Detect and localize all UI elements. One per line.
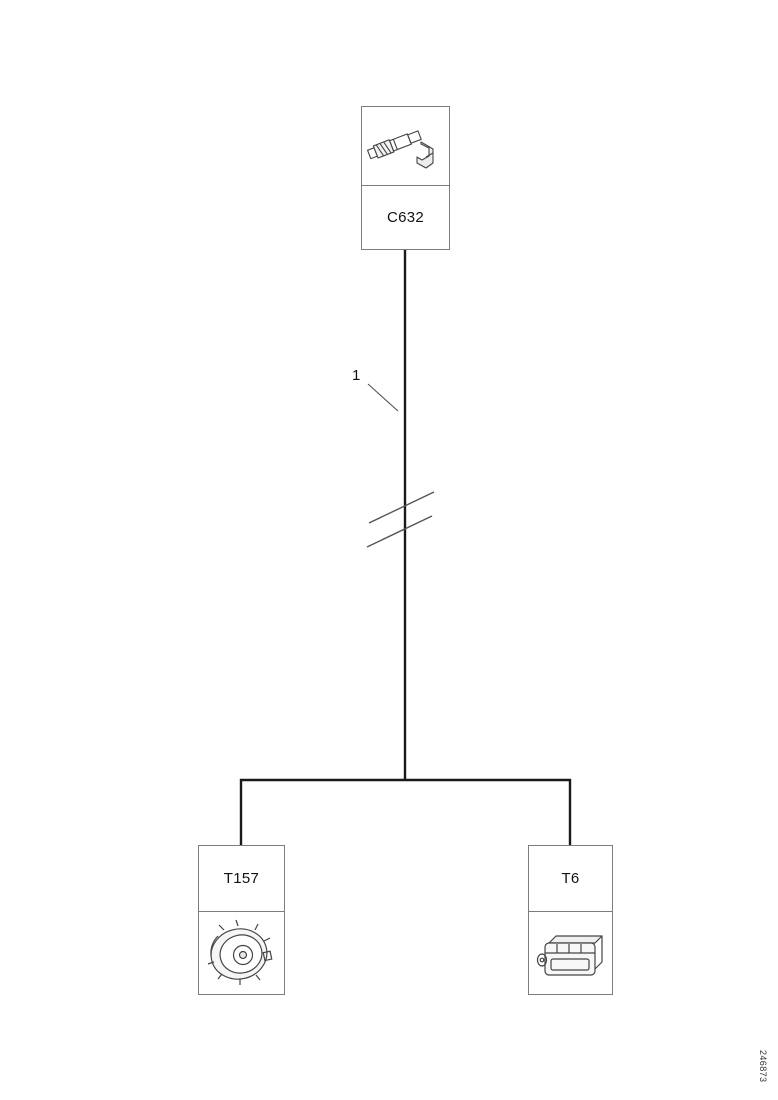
- t6-rect-connector-icon: [536, 935, 603, 976]
- wire-break-marks: [366, 491, 435, 548]
- c632-illustration-cell: [362, 107, 449, 186]
- t6-illustration-cell: [529, 912, 612, 994]
- connector-label-c632: C632: [386, 209, 425, 226]
- wire-label: 1: [352, 367, 361, 384]
- t6-label-cell: T6: [529, 846, 612, 912]
- c632-label-cell: C632: [362, 186, 449, 249]
- connector-box-t6: T6: [528, 845, 613, 995]
- wire-label-leader-line: [367, 383, 399, 412]
- connector-label-t6: T6: [561, 870, 580, 887]
- c632-terminal-icon: [367, 130, 434, 169]
- t157-label-cell: T157: [199, 846, 284, 912]
- connector-box-c632: C632: [361, 106, 450, 250]
- connector-label-t157: T157: [223, 870, 260, 887]
- connector-box-t157: T157: [198, 845, 285, 995]
- t157-illustration-cell: [199, 912, 284, 994]
- footer-reference-code: 246873: [758, 1049, 768, 1082]
- t157-round-connector-icon: [207, 919, 273, 985]
